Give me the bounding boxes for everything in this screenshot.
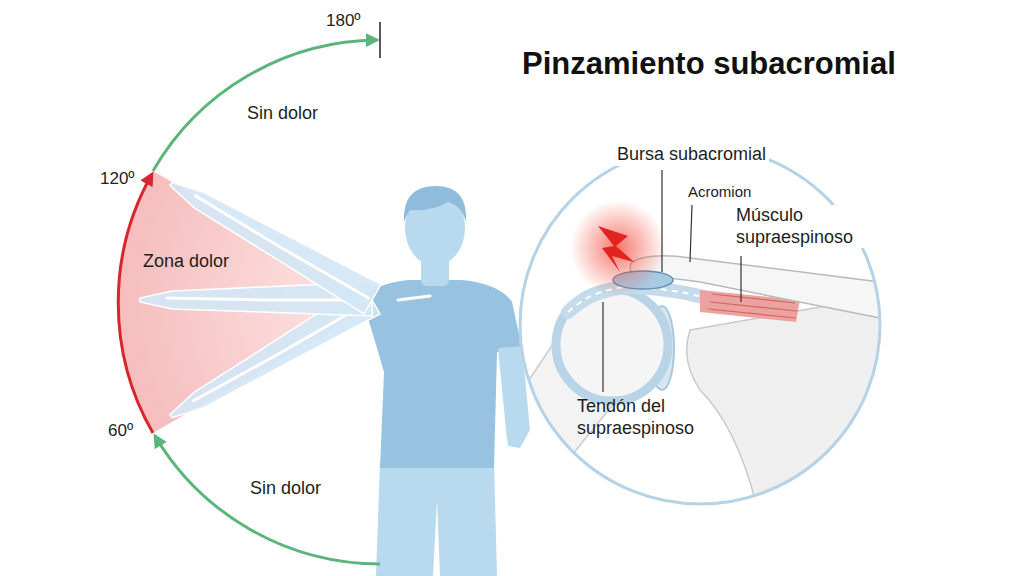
- ghost-arm: [170, 182, 381, 314]
- painless-arc-high: [153, 40, 377, 171]
- range-label: 120º: [100, 169, 135, 189]
- hand-bone: [398, 296, 430, 300]
- pain-glow: [570, 200, 666, 296]
- painless-arc-low: [155, 436, 380, 564]
- scapula: [687, 300, 900, 520]
- arm-bone: [194, 302, 369, 401]
- legs: [376, 462, 497, 576]
- shirt: [362, 280, 522, 468]
- pain-bolt: [598, 226, 634, 272]
- tendon-fibre: [568, 287, 712, 312]
- leader-acromion: [690, 205, 692, 262]
- leader-muscle: [740, 256, 741, 302]
- arm-bone: [196, 196, 369, 298]
- ghost-arms: [140, 182, 381, 417]
- leader-lines: [603, 170, 741, 392]
- range-label: Zona dolor: [143, 251, 229, 273]
- pain-sector: [118, 171, 380, 433]
- range-label: 180º: [326, 11, 361, 31]
- hair: [404, 186, 466, 222]
- tick-180: [379, 22, 381, 58]
- range-label: Sin dolor: [250, 478, 321, 500]
- shoulder-illustration: [480, 140, 900, 520]
- acromion-bone: [630, 256, 900, 318]
- range-label: 60º: [108, 421, 133, 441]
- part-label: Acromion: [688, 183, 751, 201]
- inset-circle: Bursa subacromialAcromionMúsculo supraes…: [518, 144, 882, 506]
- inset-circle-outline: [520, 146, 880, 504]
- part-label: Músculo supraespinoso: [733, 205, 887, 248]
- leader-tendon: [602, 302, 603, 392]
- part-label: Tendón del supraespinoso: [577, 396, 717, 439]
- diagram-title: Pinzamiento subacromial: [522, 46, 896, 82]
- part-label: Bursa subacromial: [614, 144, 769, 166]
- woman-figure: [362, 186, 530, 576]
- leader-bursa: [661, 170, 662, 272]
- range-label: Sin dolor: [247, 103, 318, 125]
- tendon: [568, 287, 712, 312]
- pain-arc: [118, 174, 153, 433]
